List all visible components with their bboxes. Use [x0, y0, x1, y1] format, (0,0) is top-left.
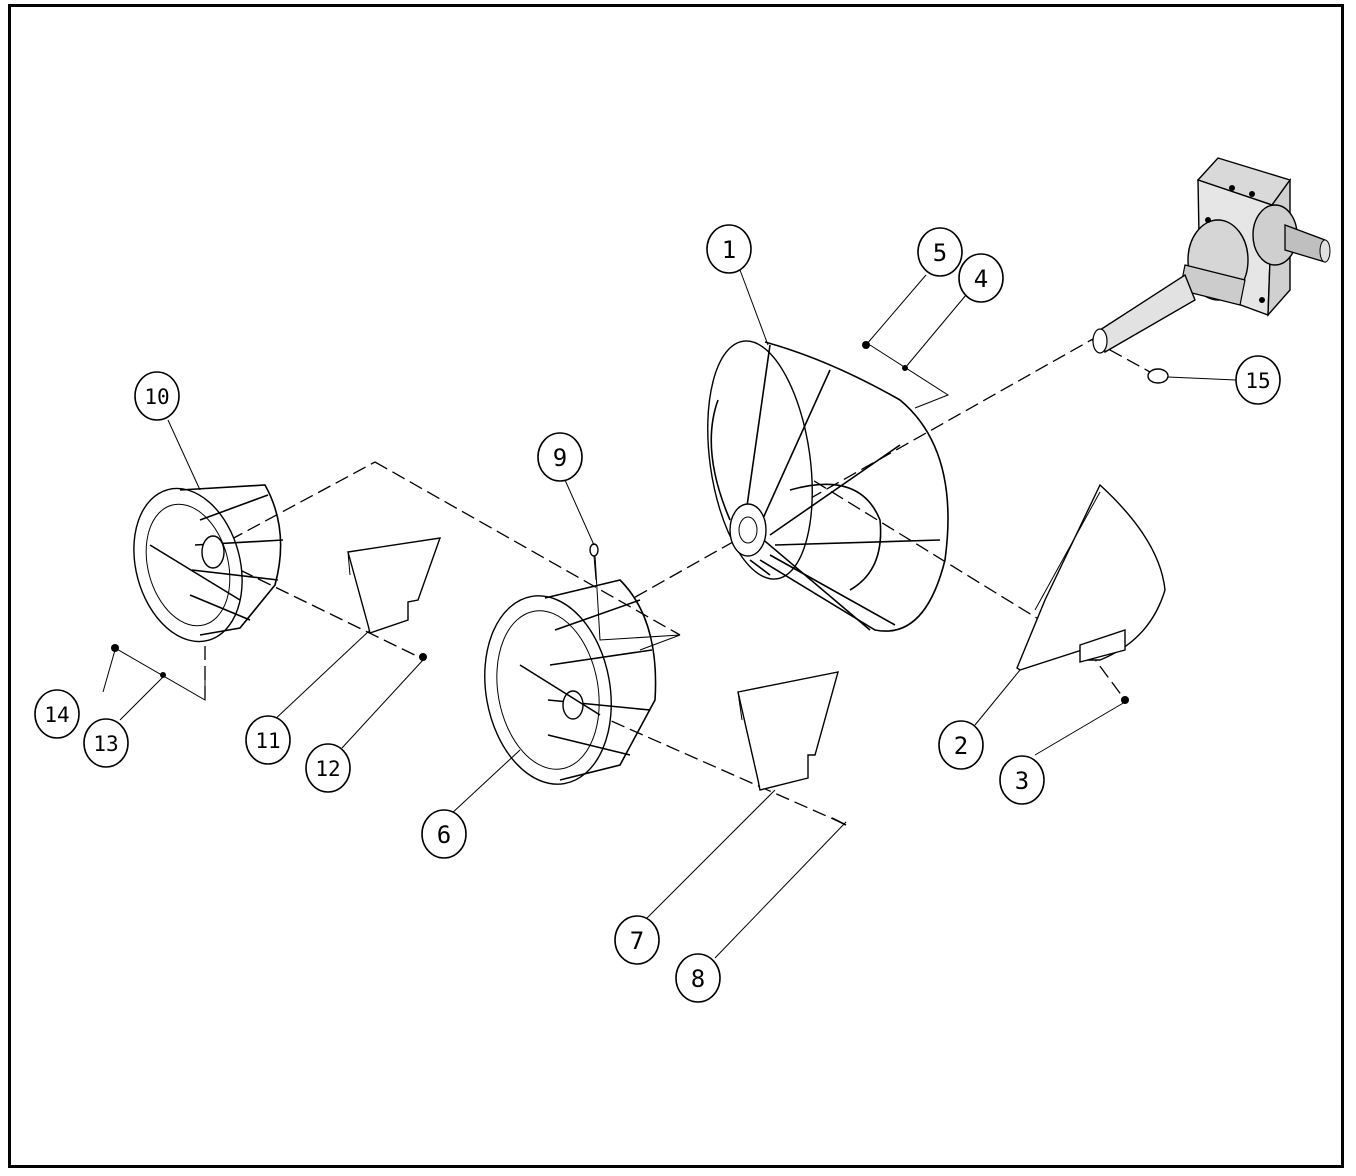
callout-6: 6 — [421, 809, 467, 859]
callout-13: 13 — [83, 718, 129, 768]
part-9-pin — [589, 543, 599, 581]
part-14-hardware — [111, 644, 119, 652]
callout-label: 15 — [1245, 369, 1270, 393]
drawing-border — [8, 4, 1344, 1168]
callout-label: 4 — [974, 265, 988, 293]
callout-label: 10 — [144, 385, 169, 409]
callout-1: 1 — [706, 224, 752, 274]
part-1-large-reel — [707, 340, 949, 632]
callout-2: 2 — [938, 720, 984, 770]
callout-8: 8 — [675, 953, 721, 1003]
part-10-small-reel — [133, 484, 284, 643]
gearbox-assembly — [1092, 157, 1331, 354]
callout-10: 10 — [134, 371, 180, 421]
callout-label: 2 — [954, 732, 968, 760]
part-7-shield — [737, 671, 839, 791]
part-3-bolt — [1121, 696, 1129, 704]
part-12-bolt — [419, 653, 427, 661]
part-13-hardware — [160, 672, 166, 678]
part-11-shield — [347, 537, 442, 634]
callout-label: 11 — [255, 729, 280, 753]
callout-label: 5 — [933, 239, 947, 267]
callout-label: 6 — [437, 821, 451, 849]
callout-label: 1 — [722, 236, 736, 264]
callout-4: 4 — [958, 253, 1004, 303]
part-15-nut — [1147, 368, 1169, 384]
callout-3: 3 — [999, 755, 1045, 805]
callout-9: 9 — [537, 432, 583, 482]
callout-label: 8 — [691, 965, 705, 993]
callout-label: 14 — [44, 703, 69, 727]
callout-5: 5 — [917, 227, 963, 277]
callout-label: 7 — [630, 927, 644, 955]
part-2-guard-plate — [1016, 483, 1166, 671]
leader-lines — [102, 269, 1237, 959]
callout-7: 7 — [614, 915, 660, 965]
callout-14: 14 — [34, 689, 80, 739]
part-6-medium-reel — [484, 579, 657, 785]
callout-label: 3 — [1015, 767, 1029, 795]
callout-label: 13 — [93, 732, 118, 756]
callout-label: 12 — [315, 757, 340, 781]
callout-12: 12 — [305, 743, 351, 793]
callout-15: 15 — [1235, 355, 1281, 405]
callout-label: 9 — [553, 444, 567, 472]
callout-11: 11 — [245, 715, 291, 765]
